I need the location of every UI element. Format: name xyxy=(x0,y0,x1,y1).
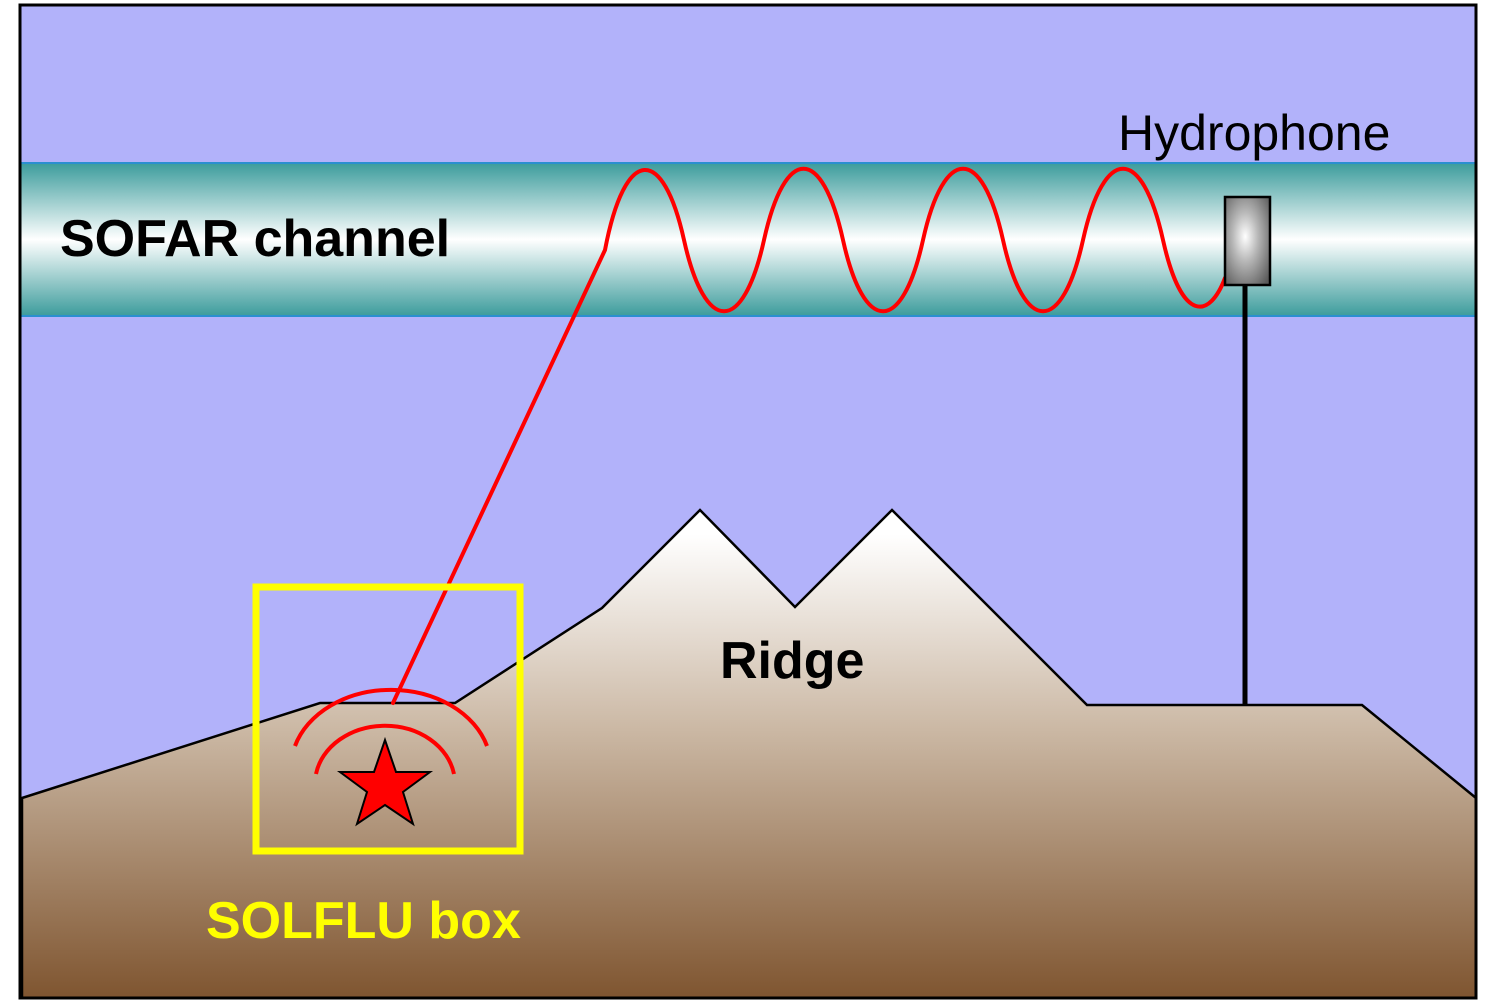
diagram-frame xyxy=(18,3,1478,1000)
solflu-box xyxy=(252,583,524,855)
ridge-label: Ridge xyxy=(720,632,864,690)
source-wave-arc-inner xyxy=(314,723,456,775)
hydrophone-icon xyxy=(1223,195,1272,287)
star-icon xyxy=(336,736,434,827)
source-wave-arc-outer xyxy=(293,687,489,747)
hydrophone-label: Hydrophone xyxy=(1118,105,1390,161)
sofar-channel-label: SOFAR channel xyxy=(60,210,450,268)
solflu-box-label: SOLFLU box xyxy=(206,892,521,950)
acoustic-ray-path xyxy=(391,166,1227,705)
